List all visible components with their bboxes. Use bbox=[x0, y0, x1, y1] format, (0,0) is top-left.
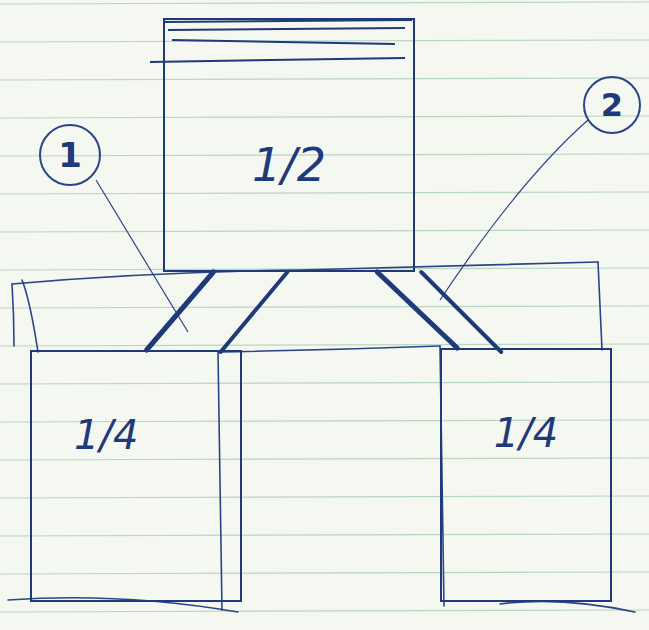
middle-box-edge bbox=[218, 346, 440, 352]
ground-line bbox=[500, 601, 635, 612]
middle-box-edge bbox=[218, 352, 222, 610]
callout-number: 2 bbox=[601, 86, 623, 124]
ruled-lines bbox=[0, 2, 649, 612]
fraction-label: 1/4 bbox=[74, 412, 138, 458]
scribble-line bbox=[150, 58, 405, 62]
platform-edge bbox=[598, 262, 602, 350]
ramp-edge bbox=[147, 272, 214, 350]
top-scribble bbox=[150, 20, 412, 62]
leader-line bbox=[440, 120, 588, 300]
ground-line bbox=[8, 598, 238, 612]
leader-line bbox=[96, 180, 188, 332]
fraction-label: 1/4 bbox=[494, 410, 558, 456]
callout-circle bbox=[40, 125, 100, 185]
ramp-strip bbox=[377, 272, 501, 352]
ramp-strip bbox=[147, 272, 288, 352]
platform-edge bbox=[22, 280, 38, 352]
callout-number: 1 bbox=[58, 135, 82, 175]
ramp-edge bbox=[377, 272, 457, 348]
platform-edge bbox=[12, 262, 598, 284]
fraction-label: 1/2 bbox=[252, 138, 326, 192]
scribble-line bbox=[165, 20, 412, 22]
sketch-box: 1/2 bbox=[163, 18, 415, 272]
callout-circle bbox=[584, 77, 640, 133]
callouts bbox=[40, 77, 640, 332]
sketch-box: 1/4 bbox=[30, 350, 242, 602]
ramp-edge bbox=[421, 272, 501, 352]
ramp-edge bbox=[221, 272, 288, 352]
platform-sketch bbox=[8, 262, 635, 612]
scribble-line bbox=[168, 28, 405, 30]
sketch-box: 1/4 bbox=[440, 348, 612, 602]
platform-edge bbox=[12, 284, 14, 346]
scribble-line bbox=[172, 40, 395, 44]
